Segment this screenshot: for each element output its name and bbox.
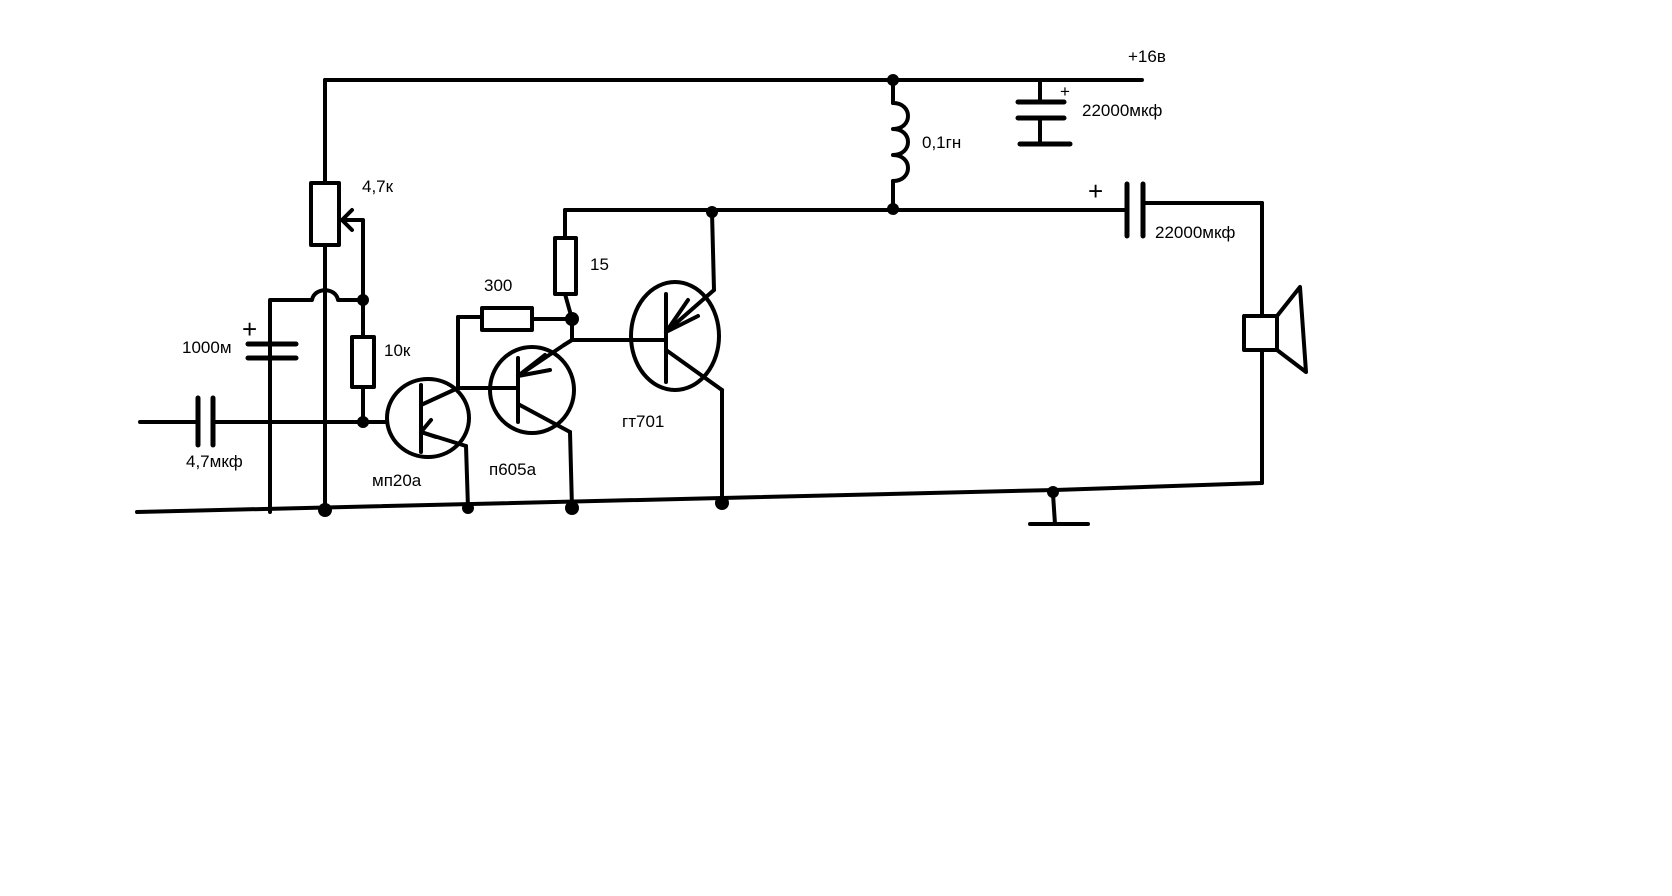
label-cap-1000-plus: + [242,314,257,344]
label-cap-1000: 1000м [182,338,232,357]
input-capacitor [138,395,387,448]
collector-resistor [553,236,578,321]
label-inductor: 0,1гн [922,133,961,152]
collector-line [563,206,1127,240]
label-q2: п605а [489,460,537,479]
label-q3: гт701 [622,412,664,431]
label-supply-cap: 22000мкф [1082,101,1162,120]
label-cap-input: 4,7мкф [186,452,243,471]
feedback-resistor [456,306,579,332]
label-pot: 4,7к [362,177,394,196]
output-capacitor [1124,181,1264,318]
transistor-q2 [488,317,652,510]
supply-capacitor [1015,78,1073,147]
ground-rail [135,486,1090,526]
transistor-q3 [629,210,724,505]
label-supply-cap-plus: + [1060,82,1070,101]
capacitor-1000 [245,288,365,514]
bias-resistor [350,294,376,428]
transistor-q1 [385,315,500,510]
label-r-bias: 10к [384,341,411,360]
label-r-feedback: 300 [484,276,512,295]
label-output-cap: 22000мкф [1155,223,1235,242]
label-q1: мп20а [372,471,422,490]
speaker-icon [1053,285,1308,492]
label-r-collector: 15 [590,255,609,274]
inductor [887,78,910,215]
label-output-cap-plus: + [1088,176,1103,206]
label-supply-voltage: +16в [1128,47,1166,66]
supply-rail [323,74,1144,86]
